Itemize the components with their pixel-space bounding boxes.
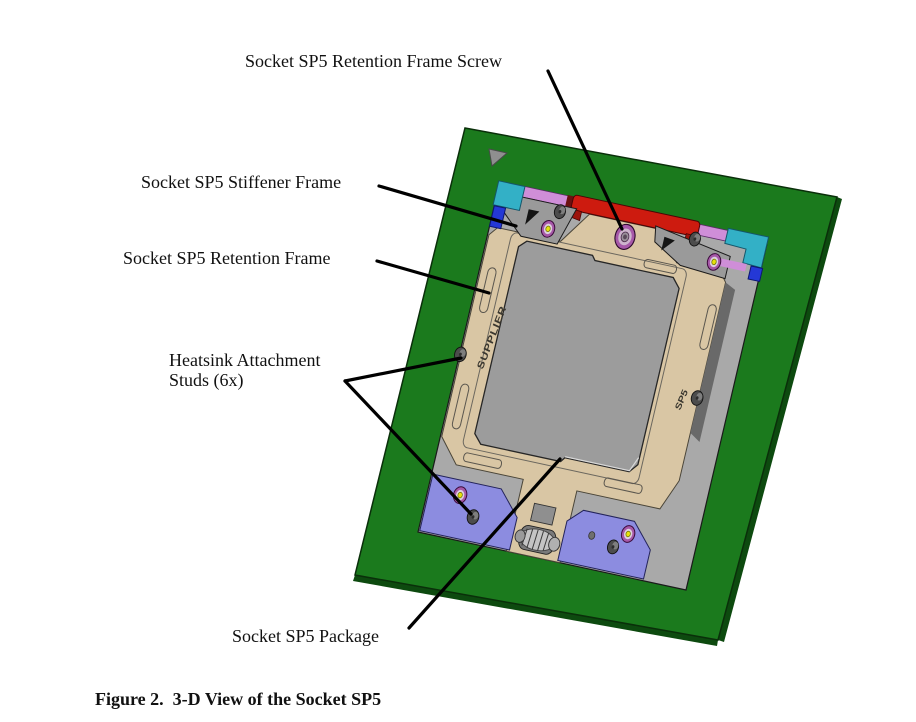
heatsink-stud <box>690 390 705 407</box>
socket-package <box>473 240 683 478</box>
callout-package: Socket SP5 Package <box>232 626 379 646</box>
bracket-pin-hole <box>588 531 596 540</box>
frame-inner-edge <box>462 232 688 485</box>
frame-slot <box>643 259 677 274</box>
frame-corner-screw <box>706 252 723 271</box>
callout-stiffener-frame: Socket SP5 Stiffener Frame <box>141 172 342 192</box>
heatsink-stud <box>688 231 702 247</box>
frame-slot <box>479 267 497 313</box>
leader-line-heatsink-studs-lower <box>343 379 473 516</box>
spring-screw-base <box>531 503 556 525</box>
leader-line-retention-frame <box>375 259 491 295</box>
callout-retention-frame: Socket SP5 Retention Frame <box>123 248 331 268</box>
leader-line-heatsink-studs-upper <box>343 356 463 383</box>
spring-screw-cap-left <box>514 529 527 543</box>
pcb-edge-right <box>718 197 842 642</box>
callout-heatsink-studs: Heatsink Attachment Studs (6x) <box>169 350 321 390</box>
stiffener-blue-top-right <box>748 266 763 281</box>
frame-slot <box>463 452 503 469</box>
frame-corner-screw <box>540 219 557 238</box>
retention-frame-screw <box>612 222 637 251</box>
frame-slot <box>451 383 469 429</box>
pcb-edge-bottom <box>353 575 718 646</box>
spring-screw-cap-right <box>547 536 561 552</box>
bracket-notch-triangle <box>525 209 540 225</box>
leader-line-stiffener-frame <box>377 184 518 228</box>
leader-line-retention-screw <box>546 69 624 231</box>
frame-corner-screw <box>620 524 637 543</box>
stiffener-cyan-top-right <box>721 228 768 267</box>
heatsink-stud <box>606 539 620 555</box>
frame-slot <box>603 477 643 494</box>
pcb-orientation-triangle <box>488 148 509 167</box>
stiffener-violet-strip-right <box>719 258 747 272</box>
heatsink-stud <box>553 204 567 220</box>
spring-screw-assembly <box>512 501 567 557</box>
stiffener-cyan-top-left <box>493 181 525 211</box>
package-highlight <box>565 442 639 472</box>
socket-assembly: SUPPLIER SP5 <box>413 178 770 591</box>
callout-retention-frame-screw: Socket SP5 Retention Frame Screw <box>245 51 502 71</box>
leader-line-package <box>407 457 562 630</box>
retention-screw-bar <box>571 195 701 237</box>
figure-caption: Figure 2. 3-D View of the Socket SP5 <box>95 689 382 709</box>
frame-slot <box>699 304 717 350</box>
bracket-notch-triangle <box>661 236 675 251</box>
